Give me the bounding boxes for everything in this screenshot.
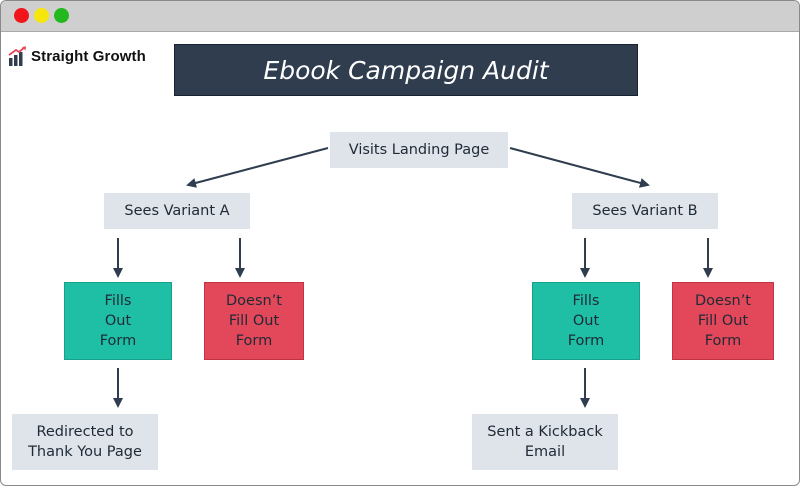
brand-logo: Straight Growth [8, 44, 146, 68]
node-a-fills-out-form: Fills Out Form [64, 282, 172, 360]
node-b-doesnt-fill-out-form: Doesn’t Fill Out Form [672, 282, 774, 360]
arrow-visits-to-variant-b [509, 147, 650, 188]
node-sees-variant-a: Sees Variant A [104, 193, 250, 229]
close-window-button[interactable] [14, 8, 29, 23]
node-redirected-thank-you: Redirected to Thank You Page [12, 414, 158, 470]
node-b-fills-out-form: Fills Out Form [532, 282, 640, 360]
node-sees-variant-b: Sees Variant B [572, 193, 718, 229]
node-sent-kickback-email: Sent a Kickback Email [472, 414, 618, 470]
bar-chart-growth-icon [8, 46, 26, 66]
arrow-visits-to-variant-a [186, 147, 329, 188]
maximize-window-button[interactable] [54, 8, 69, 23]
brand-name: Straight Growth [31, 47, 146, 65]
diagram-title-banner: Ebook Campaign Audit [174, 44, 638, 96]
minimize-window-button[interactable] [34, 8, 49, 23]
diagram-title: Ebook Campaign Audit [263, 55, 549, 85]
node-visits-landing-page: Visits Landing Page [330, 132, 508, 168]
node-a-doesnt-fill-out-form: Doesn’t Fill Out Form [204, 282, 304, 360]
window-titlebar [1, 1, 799, 32]
